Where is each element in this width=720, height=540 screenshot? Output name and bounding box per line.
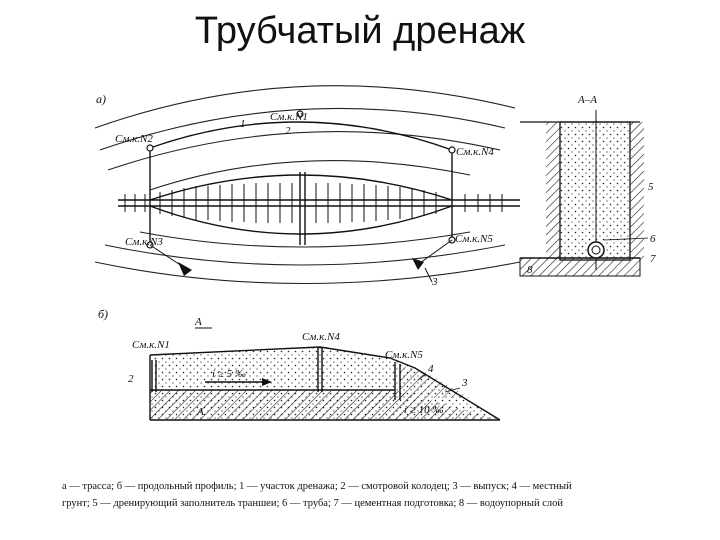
watertight-layer	[519, 257, 641, 277]
plan-label: а)	[96, 92, 106, 106]
profile-mark-3: 3	[461, 377, 468, 389]
well-label-5: См.к.N5	[455, 233, 493, 245]
contour-lines	[94, 85, 521, 285]
mark-3: 3	[431, 276, 438, 288]
profile-label: б)	[98, 307, 108, 321]
mark-1: 1	[240, 118, 246, 130]
well-label-3: См.к.N3	[125, 236, 163, 248]
route-ticks	[124, 183, 503, 223]
trench-wall-right	[630, 122, 644, 260]
drain-route	[118, 121, 520, 245]
profile-mark-2: 2	[128, 373, 134, 385]
slope-label-2: i ≥ 10 ‰	[404, 404, 443, 416]
section-label: А–А	[577, 94, 597, 106]
mark-8: 8	[527, 264, 533, 276]
profile-well-4: См.к.N4	[302, 331, 340, 343]
well-symbols	[146, 110, 456, 249]
caption-line-2: грунт; 5 — дренирующий заполнитель транш…	[62, 498, 563, 509]
well-label-1: См.к.N1	[270, 111, 308, 123]
section-mark-bottom: А	[196, 406, 204, 418]
profile-well-1: См.к.N1	[132, 339, 170, 351]
trench-wall-left	[546, 122, 560, 260]
profile-view: б) А i ≥ 5 ‰ i ≥ 10 ‰ А См.к.N1 См.к.N4 …	[98, 307, 501, 421]
section-mark-top: А	[194, 316, 202, 328]
well-label-4: См.к.N4	[456, 146, 494, 158]
mark-2: 2	[285, 125, 291, 137]
local-soil	[400, 365, 470, 398]
mark-7: 7	[650, 253, 656, 265]
mark-5: 5	[648, 181, 654, 193]
caption-line-1: а — трасса; б — продольный профиль; 1 — …	[62, 481, 572, 492]
pipe-icon	[587, 241, 605, 259]
page-title: Трубчатый дренаж	[194, 10, 526, 52]
plan-view: а)	[94, 85, 521, 288]
well-label-2: См.к.N2	[115, 133, 153, 145]
slope-label-1: i ≥ 5 ‰	[212, 368, 246, 380]
profile-mark-4: 4	[428, 363, 434, 375]
mark-6: 6	[650, 233, 656, 245]
cross-section: А–А 5 6 7 8	[519, 94, 656, 277]
profile-well-5: См.к.N5	[385, 349, 423, 361]
figure-caption: а — трасса; б — продольный профиль; 1 — …	[62, 478, 622, 512]
